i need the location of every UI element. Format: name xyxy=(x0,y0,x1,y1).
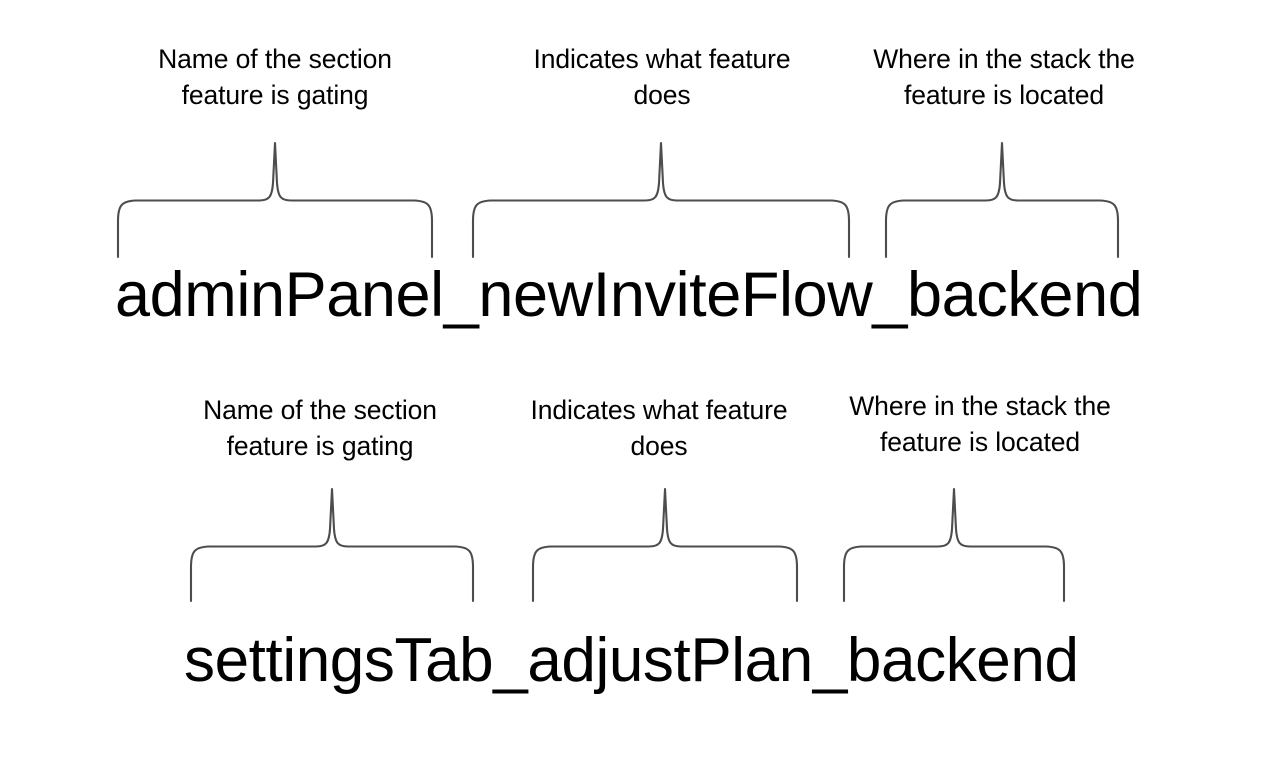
brace-section-1 xyxy=(116,143,434,257)
caption-behavior-2: Indicates what feature does xyxy=(530,395,788,461)
identifier-string-1: adminPanel_newInviteFlow_backend xyxy=(115,260,1143,330)
caption-section-1: Name of the section feature is gating xyxy=(158,44,392,110)
caption-section-2: Name of the section feature is gating xyxy=(203,395,437,461)
brace-layer-2 xyxy=(842,489,1066,601)
brace-behavior-2 xyxy=(531,489,799,601)
caption-layer-2: Where in the stack the feature is locate… xyxy=(849,391,1111,457)
brace-layer-1 xyxy=(884,143,1120,257)
caption-layer-1: Where in the stack the feature is locate… xyxy=(873,44,1135,110)
brace-section-2 xyxy=(189,489,475,601)
brace-behavior-1 xyxy=(471,143,851,257)
identifier-string-2: settingsTab_adjustPlan_backend xyxy=(184,626,1079,695)
caption-behavior-1: Indicates what feature does xyxy=(533,44,791,110)
